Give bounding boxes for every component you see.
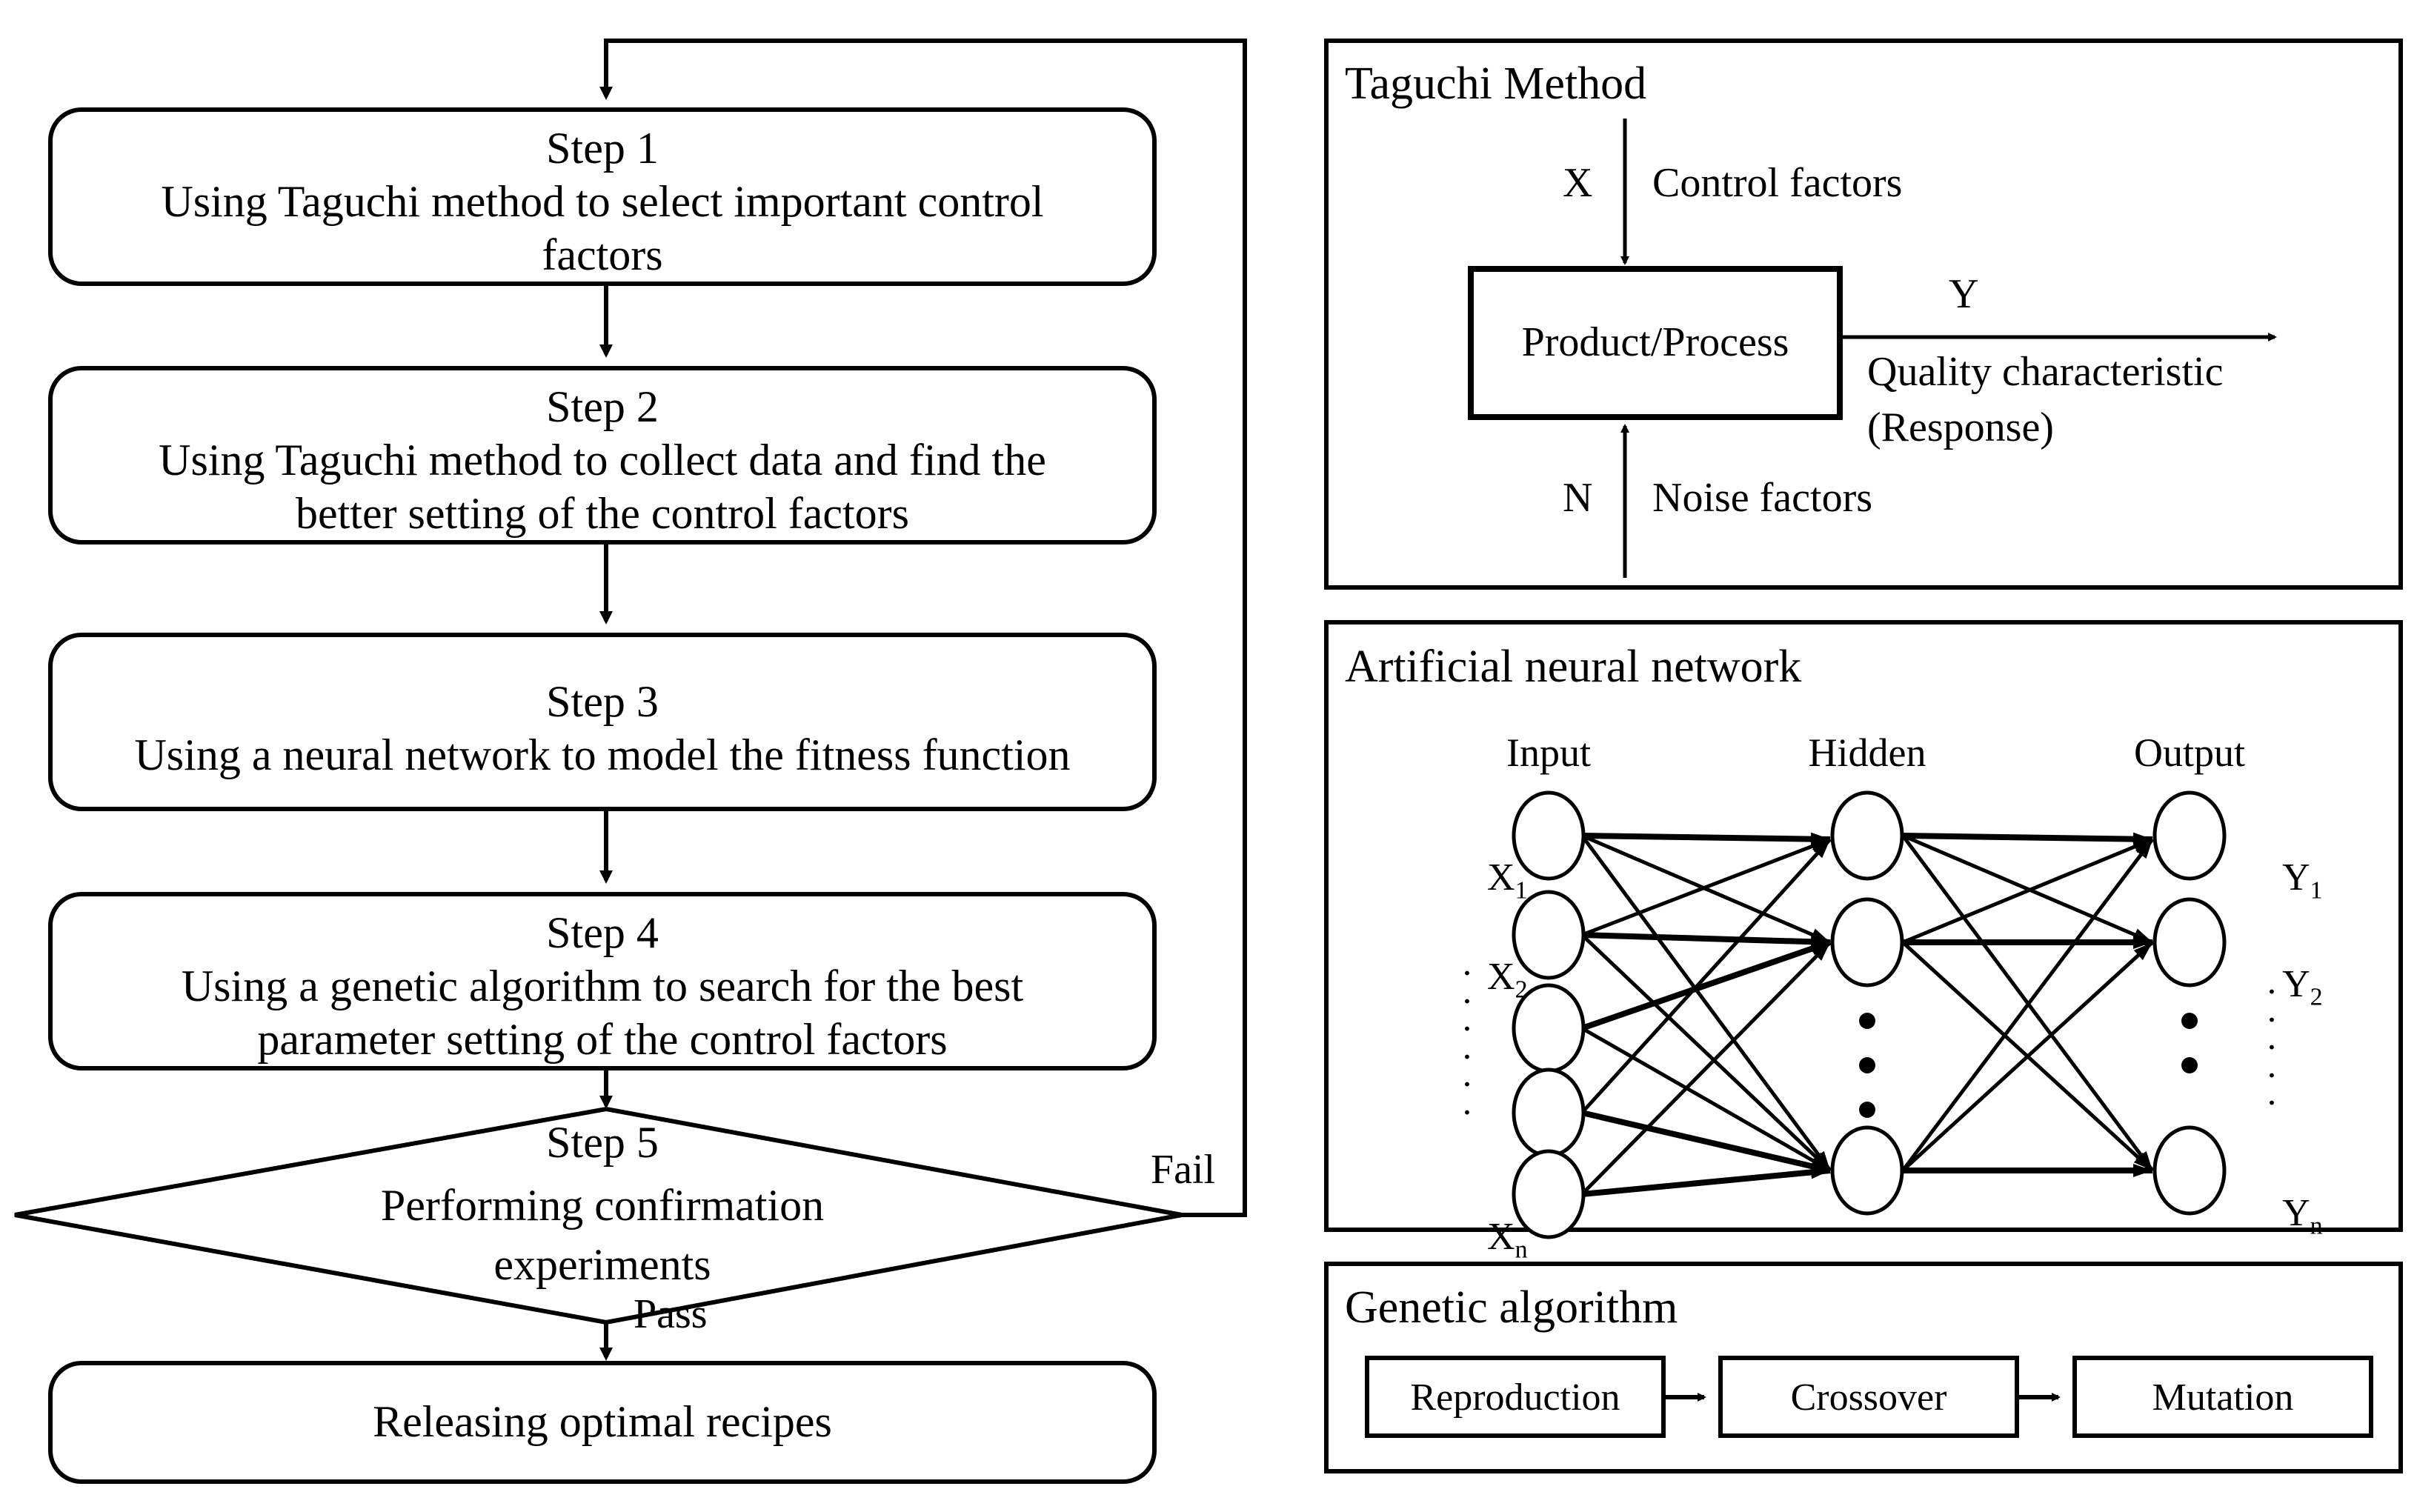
ann-output-label-n-sub: n: [2310, 1212, 2323, 1240]
ann-output-label-1: Y1: [2245, 811, 2323, 950]
ann-input-label-1: X1: [1449, 811, 1528, 950]
feedback-loop-path: [599, 39, 1247, 1217]
ann-hidden-ellipsis-dots: [1859, 1013, 1875, 1118]
step-4-line-2: parameter setting of the control factors: [257, 1015, 948, 1064]
ann-output-ellipsis-dots: [2181, 1013, 2198, 1073]
ann-output-ellipsis: ·····: [2265, 970, 2278, 1123]
taguchi-panel-title: Taguchi Method: [1345, 59, 1647, 109]
ga-stage-label-crossover: Crossover: [1790, 1376, 1947, 1419]
decision-line-2: experiments: [493, 1240, 711, 1289]
ga-panel-title: Genetic algorithm: [1345, 1282, 1678, 1333]
taguchi-output-label-line-2: (Response): [1867, 404, 2054, 450]
step-box-3: [48, 633, 1157, 811]
ann-hidden-nodes: [1830, 790, 1904, 1216]
step-1-line-2: factors: [542, 230, 663, 279]
ann-output-label-1-sub: 1: [2310, 876, 2323, 905]
ann-edges-hidden-output: [1901, 832, 2155, 1177]
ann-input-nodes: [1512, 790, 1586, 1239]
taguchi-output-symbol: Y: [1949, 271, 1979, 317]
taguchi-process-box-label: Product/Process: [1521, 319, 1789, 365]
step-4-title: Step 4: [546, 908, 659, 957]
ann-input-label-n-sub: n: [1515, 1236, 1528, 1264]
ann-input-label-2-sub: 2: [1515, 976, 1528, 1004]
taguchi-noise-label: Noise factors: [1652, 475, 1873, 521]
ann-output-label-1-base: Y: [2282, 856, 2310, 899]
decision-line-1: Performing confirmation: [380, 1181, 825, 1230]
step-3-line-1: Using a neural network to model the fitn…: [134, 730, 1071, 779]
step-1-line-1: Using Taguchi method to select important…: [161, 177, 1044, 226]
taguchi-input-label: Control factors: [1652, 160, 1903, 206]
terminal-box: [48, 1361, 1157, 1484]
ann-layer-label-input: Input: [1506, 730, 1591, 775]
taguchi-input-symbol: X: [1563, 160, 1593, 206]
ga-stage-box-3: [2072, 1356, 2373, 1438]
step-1-title: Step 1: [546, 124, 659, 173]
step-4-line-1: Using a genetic algorithm to search for …: [181, 962, 1024, 1010]
step-2-line-2: better setting of the control factors: [295, 489, 910, 538]
taguchi-output-label-line-1: Quality characteristic: [1867, 349, 2224, 395]
decision-title: Step 5: [546, 1118, 659, 1167]
ann-input-label-2-base: X: [1487, 956, 1515, 999]
ann-input-label-n: Xn: [1449, 1170, 1528, 1309]
ann-edges-input-hidden: [1580, 832, 1832, 1197]
ga-stage-label-reproduction: Reproduction: [1410, 1376, 1620, 1419]
step-box-2: [48, 366, 1157, 544]
step-box-4: [48, 892, 1157, 1070]
step-box-1: [48, 107, 1157, 286]
taguchi-noise-symbol: N: [1563, 475, 1593, 521]
ann-output-label-2-base: Y: [2282, 963, 2310, 1006]
ann-output-label-n: Yn: [2245, 1147, 2323, 1285]
ann-output-label-2: Y2: [2245, 918, 2323, 1056]
ann-input-ellipsis: ······: [1460, 952, 1474, 1133]
ann-input-label-n-base: X: [1487, 1216, 1515, 1259]
ga-stage-box-1: [1365, 1356, 1666, 1438]
step-2-title: Step 2: [546, 382, 659, 431]
step-2-line-1: Using Taguchi method to collect data and…: [159, 436, 1046, 484]
ann-output-label-n-base: Y: [2282, 1192, 2310, 1235]
branch-label-fail: Fail: [1151, 1147, 1216, 1193]
ga-stage-label-mutation: Mutation: [2152, 1376, 2294, 1419]
ann-input-label-2: X2: [1449, 910, 1528, 1049]
terminal-label: Releasing optimal recipes: [373, 1397, 832, 1446]
step-3-title: Step 3: [546, 677, 659, 726]
taguchi-process-box: [1468, 266, 1843, 420]
ann-input-label-1-sub: 1: [1515, 876, 1528, 905]
ann-layer-label-hidden: Hidden: [1808, 730, 1926, 775]
ann-layer-label-output: Output: [2133, 730, 2245, 775]
ann-input-label-1-base: X: [1487, 856, 1515, 899]
ann-output-label-2-sub: 2: [2310, 983, 2323, 1011]
branch-label-pass: Pass: [634, 1291, 708, 1337]
ann-output-nodes: [2152, 790, 2227, 1216]
ann-panel-title: Artificial neural network: [1345, 642, 1802, 692]
